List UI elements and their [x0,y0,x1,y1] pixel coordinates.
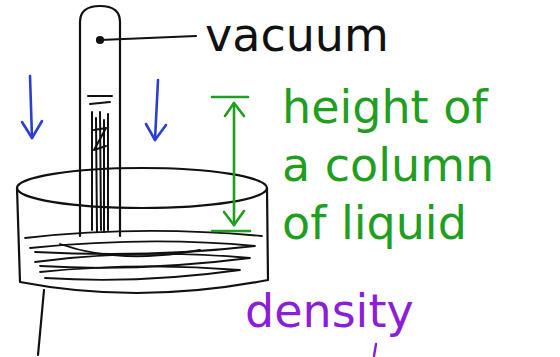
density-label: density [245,282,465,340]
dish-liquid [25,231,262,280]
density-tick [374,344,376,356]
dish-body [17,188,268,293]
vacuum-label: vacuum [205,6,465,64]
pressure-arrows [22,76,166,140]
height-label: height of a column of liquid [282,78,508,252]
dish-rim [17,168,267,208]
tube-liquid [88,96,112,232]
leader-dot [97,37,103,43]
stand-line [38,290,44,355]
leader-line [100,36,196,40]
height-dimension [212,97,250,231]
